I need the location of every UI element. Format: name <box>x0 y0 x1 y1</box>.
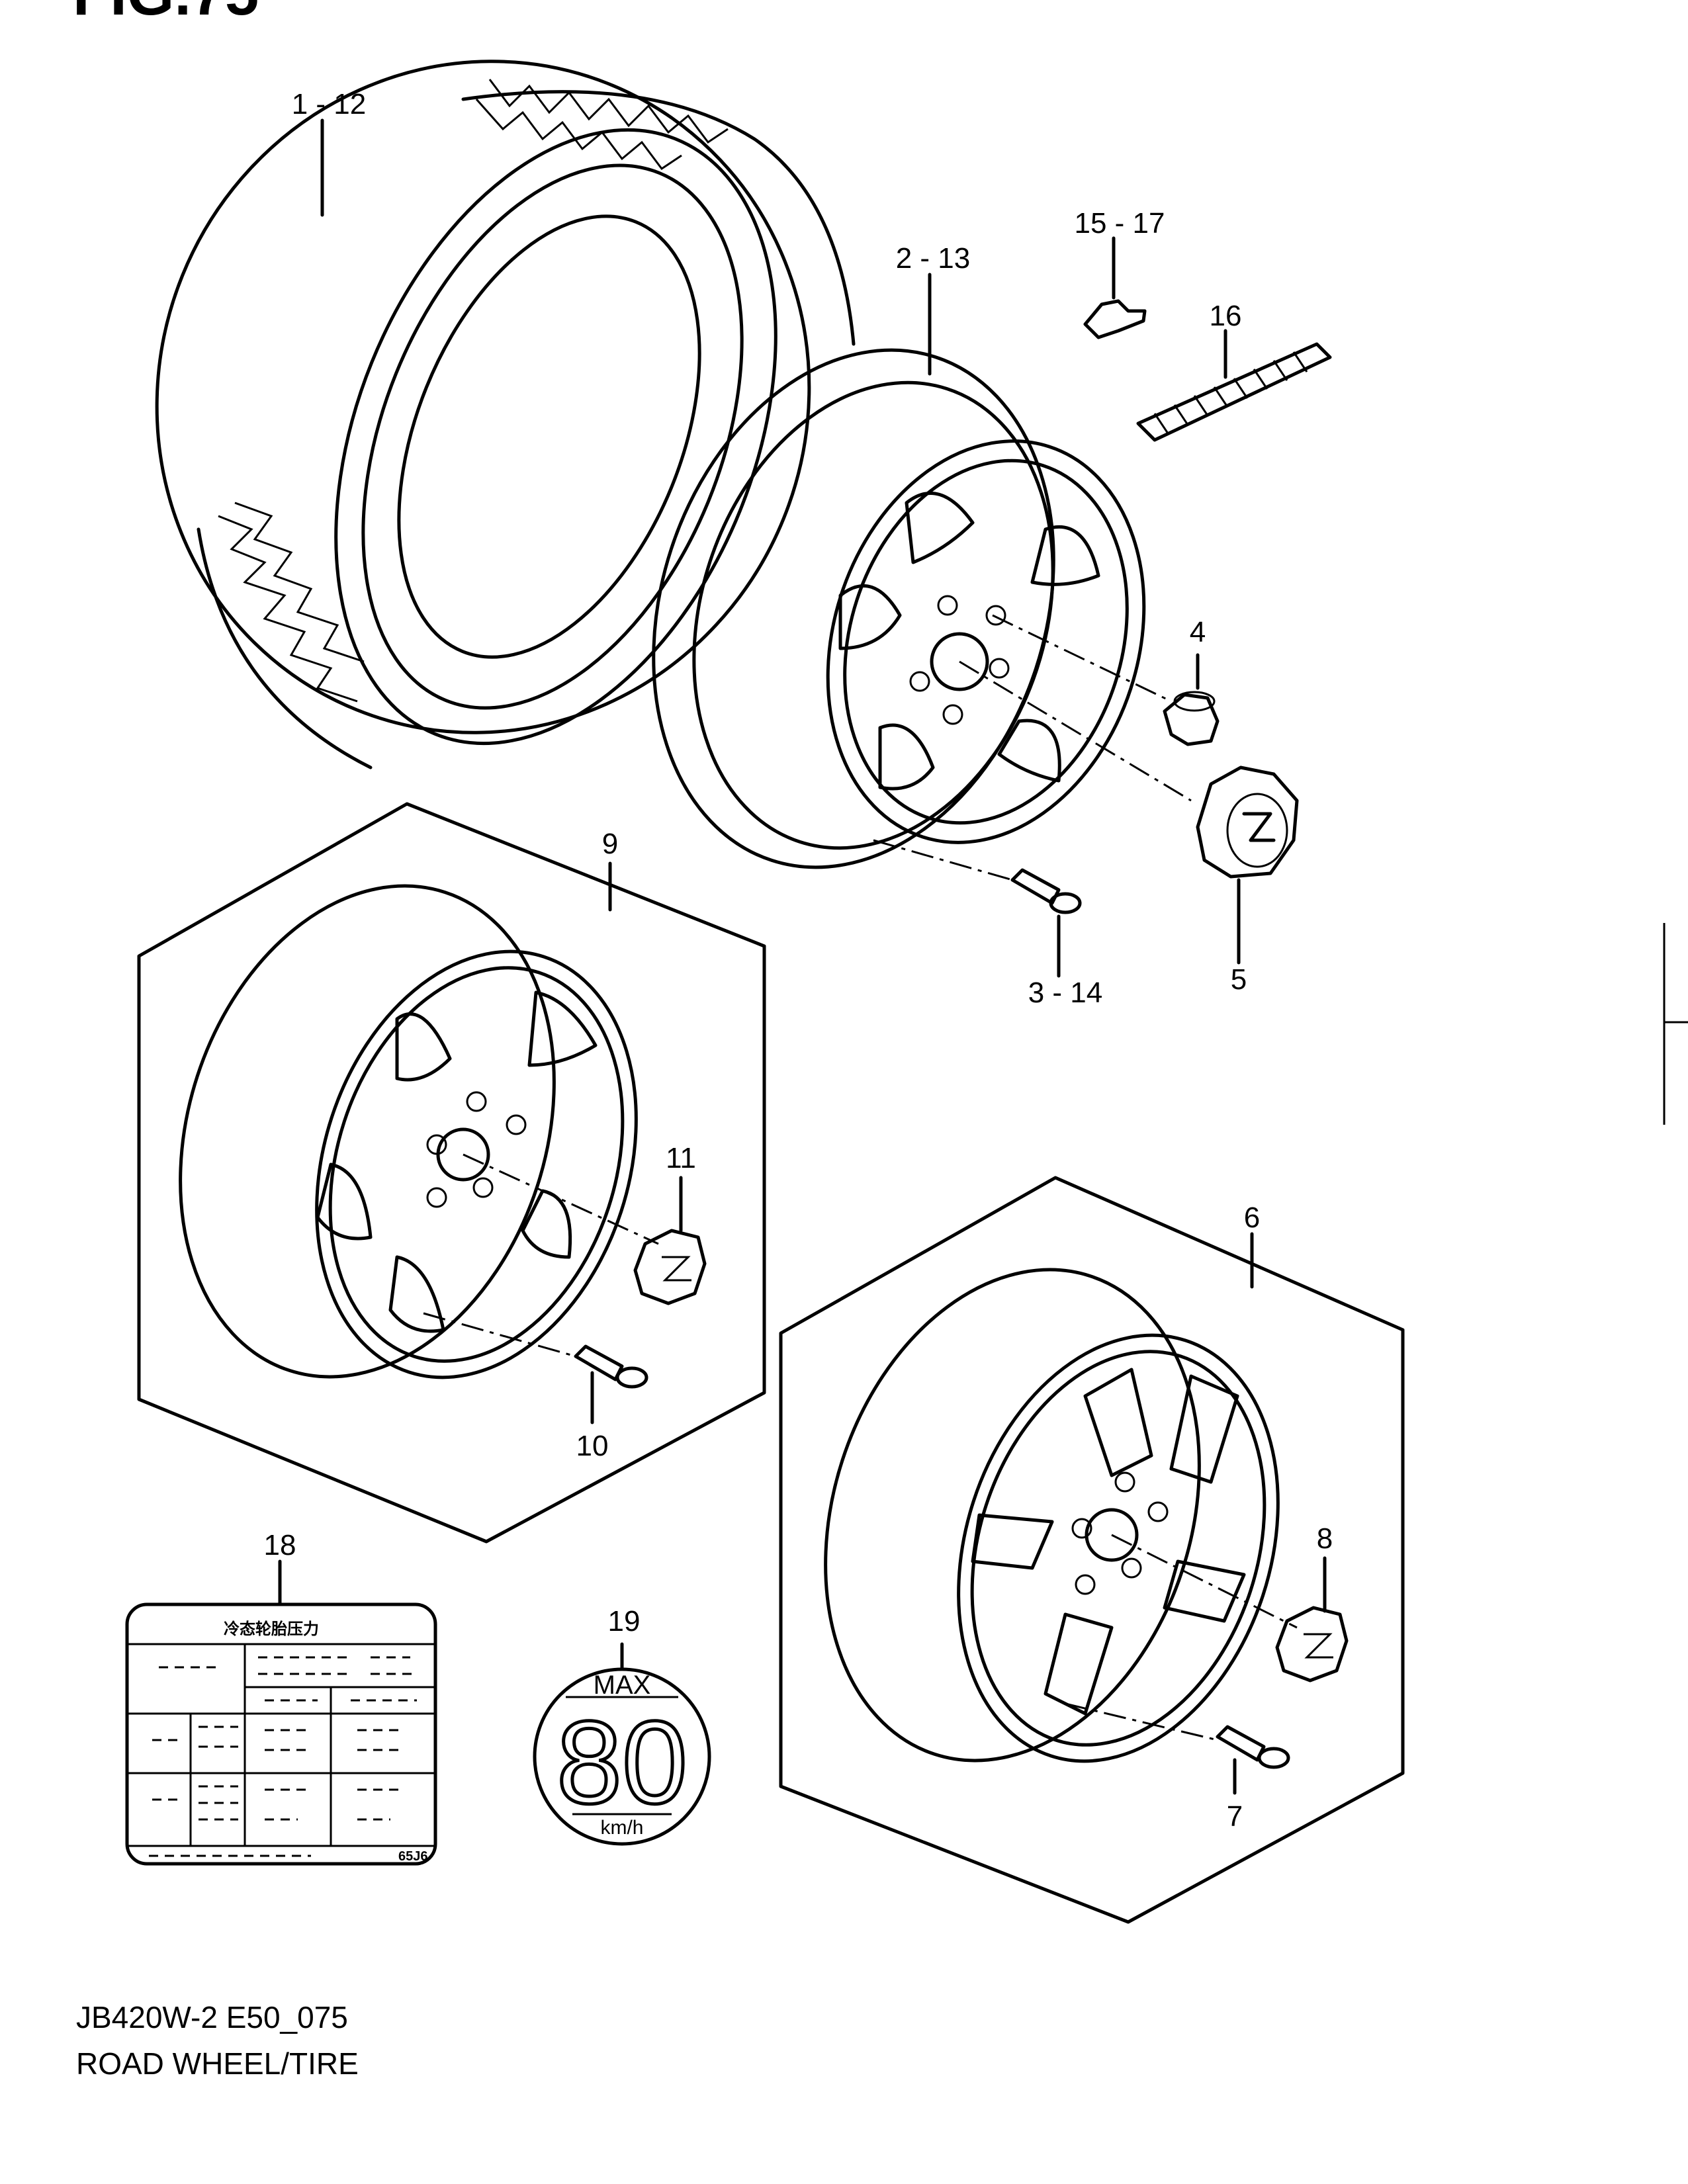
valve-stem-alt-a[interactable] <box>574 1344 648 1389</box>
page-edge-mark <box>1663 923 1688 1125</box>
callout-tire: 1 - 12 <box>292 88 367 120</box>
wheel-alt-b[interactable] <box>765 1221 1331 1810</box>
placard-placeholder-lines <box>149 1656 417 1857</box>
callout-cap-alt-b: 8 <box>1317 1522 1333 1555</box>
speed-limit-sticker[interactable]: MAX 80 km/h <box>533 1667 711 1846</box>
center-cap-alt-a[interactable] <box>633 1229 707 1305</box>
callout-nut: 4 <box>1190 616 1206 648</box>
valve-stem-main[interactable] <box>1010 868 1082 914</box>
wheel-alt-b-frame <box>779 1176 1405 1924</box>
callout-valve-alt-b: 7 <box>1227 1800 1243 1833</box>
valve-stem-alt-b[interactable] <box>1216 1725 1290 1769</box>
callout-valve-main: 3 - 14 <box>1028 977 1103 1009</box>
sticker-value: 80 <box>556 1696 688 1828</box>
sticker-unit: km/h <box>600 1817 643 1839</box>
callout-valve-alt-a: 10 <box>576 1430 609 1462</box>
callout-label-placard: 18 <box>264 1529 296 1561</box>
diagram-title: ROAD WHEEL/TIRE <box>76 2046 359 2081</box>
sticker-max: MAX <box>594 1671 651 1700</box>
callout-wheel-alt-b: 6 <box>1244 1201 1260 1234</box>
wheel-alt-a[interactable] <box>120 837 689 1426</box>
tire[interactable] <box>56 0 911 831</box>
wheel-alt-a-frame <box>137 802 766 1544</box>
callout-cap-alt-a: 11 <box>666 1142 696 1174</box>
tire-tread <box>218 79 729 703</box>
callout-speed-sticker: 19 <box>608 1605 641 1638</box>
figure-title: FIG.75 <box>73 0 259 28</box>
wheel-nut[interactable] <box>1163 691 1220 746</box>
callout-center-cap: 5 <box>1231 963 1247 996</box>
wheel-main[interactable] <box>590 298 1194 920</box>
callout-wheel-main: 2 - 13 <box>896 242 971 275</box>
placard-code: 65J6 <box>398 1849 428 1864</box>
placard-title: 冷态轮胎压力 <box>224 1620 319 1638</box>
callout-wheel-alt-a: 9 <box>602 828 618 860</box>
center-cap[interactable] <box>1196 765 1299 879</box>
callout-weight-clip: 15 - 17 <box>1075 207 1165 240</box>
balance-weight-clip[interactable] <box>1083 299 1147 339</box>
callout-leaders <box>278 118 1327 1795</box>
diagram-code: JB420W-2 E50_075 <box>76 2000 348 2034</box>
tire-pressure-placard[interactable]: 冷态轮胎压力 <box>125 1602 437 1866</box>
center-cap-alt-b[interactable] <box>1275 1606 1349 1682</box>
balance-weight-strip[interactable] <box>1136 342 1332 442</box>
callout-weight-strip: 16 <box>1210 300 1242 332</box>
